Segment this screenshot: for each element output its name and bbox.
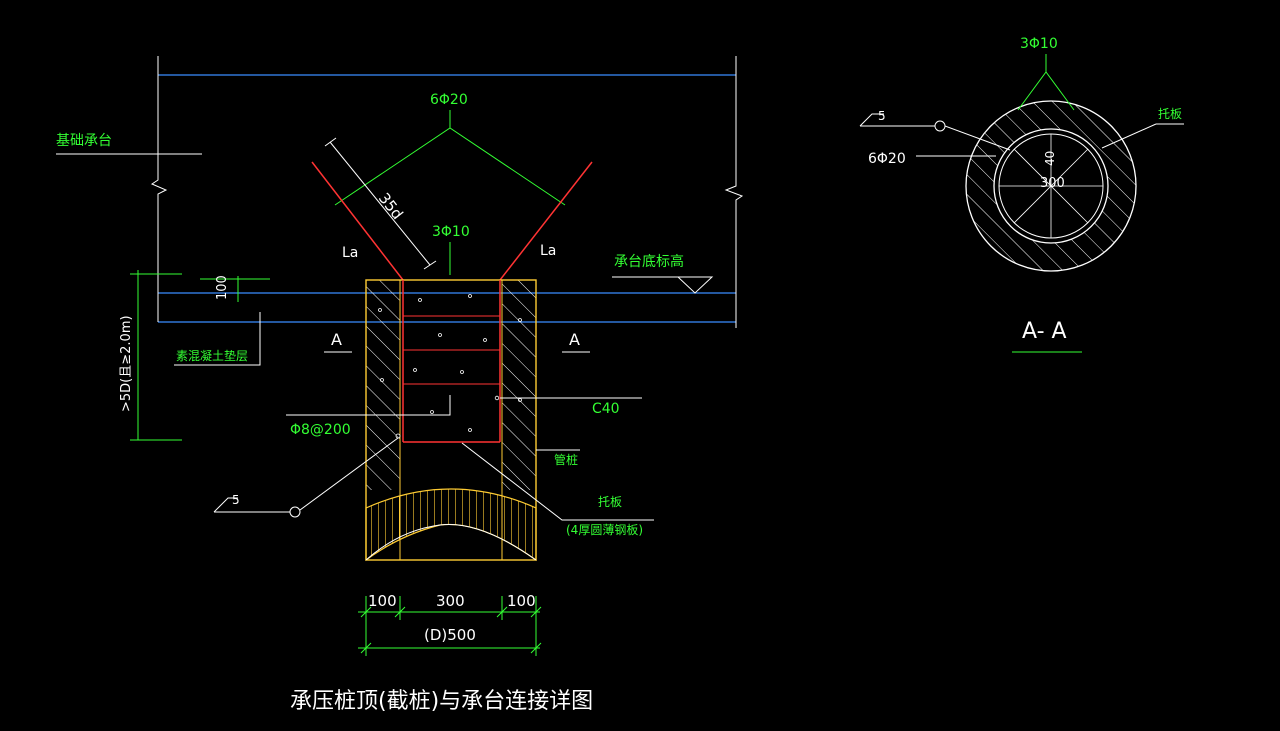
rebar-cage (402, 280, 501, 443)
rebar-3phi10-label: 3Φ10 (432, 224, 470, 240)
pile-wall-right-hatch (502, 280, 536, 490)
concrete-aggregate (378, 294, 522, 439)
section-title: A- A (1022, 319, 1067, 344)
dim-tick-6 (530, 642, 542, 654)
dim-d500-label: (D)500 (424, 626, 476, 644)
rebar-main-label: 6Φ20 (430, 92, 468, 108)
section-rebar-top-label: 3Φ10 (1020, 36, 1058, 52)
dim-35d-tick-a (324, 137, 337, 147)
section-rebar-main-label: 6Φ20 (868, 151, 906, 167)
section-plate-leader (1101, 123, 1157, 149)
section-weld-symbol (859, 113, 884, 127)
dim-tick-2 (394, 606, 406, 618)
dim-35d-tick-b (423, 260, 437, 270)
plate-label: 托板 (598, 495, 622, 509)
cap-label: 基础承台 (56, 132, 112, 149)
dim-tick-4 (530, 606, 542, 618)
dim-300-label: 300 (436, 592, 465, 610)
section-radial-lines (999, 134, 1103, 238)
section-weld-label: 5 (878, 109, 886, 123)
la-right-label: La (540, 243, 556, 259)
plate-leader (461, 442, 654, 521)
weld-left-label: 5 (232, 493, 240, 507)
dim-35d-line (329, 141, 431, 266)
right-break-line (724, 56, 744, 328)
drawing-title: 承压桩顶(截桩)与承台连接详图 (290, 689, 593, 714)
section-aa: 3Φ10 5 6Φ20 托板 40 300 A- A (859, 36, 1184, 353)
dim-100-right-label: 100 (507, 592, 536, 610)
dim-tick-1 (360, 606, 372, 618)
stirrup-leader (286, 395, 451, 416)
weld-leader-left-diag (299, 437, 399, 511)
section-dim-40: 40 (1043, 151, 1057, 166)
pile-wall-left-hatch (366, 280, 400, 490)
dim-tick-3 (496, 606, 508, 618)
main-elevation: 基础承台 6Φ20 35d 3Φ10 La La 承台底标高 100 >5D(且… (56, 56, 744, 714)
concrete-label: C40 (592, 401, 620, 417)
dim-35d-label: 35d (375, 189, 407, 223)
dim-depth-label: >5D(且≥2.0m) (119, 315, 134, 412)
bottom-dimensions: 100 300 100 (D)500 (358, 592, 542, 656)
section-plate-label: 托板 (1158, 107, 1182, 121)
dim-100-left-label: 100 (368, 592, 397, 610)
pile-break-curve (365, 523, 537, 561)
plate-note: (4厚圆薄钢板) (566, 522, 643, 537)
anchor-bar-right (499, 161, 593, 281)
cushion-leader (174, 312, 261, 366)
cushion-label: 素混凝土垫层 (176, 348, 248, 363)
stirrup-label: Φ8@200 (290, 422, 351, 438)
section-weld-circle (934, 120, 946, 132)
rebar-main-bend (334, 127, 566, 206)
section-a-left-label: A (331, 330, 342, 349)
anchor-bar-left (311, 161, 404, 281)
weld-circle-left (289, 506, 301, 518)
cap-bottom-label: 承台底标高 (614, 253, 684, 270)
section-weld-diag (944, 125, 1011, 151)
pile-label: 管桩 (554, 452, 578, 467)
section-dim-300: 300 (1040, 176, 1065, 191)
weld-symbol-left (213, 497, 238, 513)
la-left-label: La (342, 245, 358, 261)
elevation-triangle (676, 276, 714, 294)
pile-outline (365, 279, 537, 561)
left-break-line (150, 56, 168, 322)
pile-body (365, 279, 537, 562)
dim-tick-5 (360, 642, 372, 654)
section-a-right-label: A (569, 330, 580, 349)
dim-100-vertical-label: 100 (215, 275, 230, 300)
